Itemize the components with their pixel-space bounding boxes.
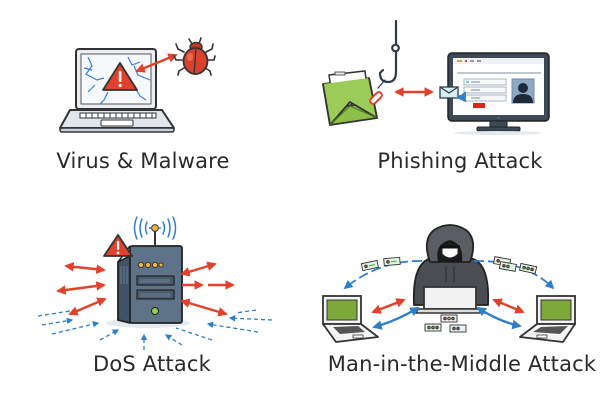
laptop-icon: [519, 295, 576, 343]
label-phishing-attack: Phishing Attack: [377, 149, 543, 173]
double-arrow-icon: [135, 53, 178, 73]
virus-malware-illustration: [59, 37, 216, 133]
fish-hook-icon: [377, 19, 400, 89]
data-packet-icon: [360, 256, 538, 333]
status-lights: [137, 261, 164, 268]
antenna-signal-icon: [133, 216, 177, 246]
hacker-icon: [412, 224, 490, 306]
mitm-illustration: [322, 224, 576, 343]
label-virus-malware: Virus & Malware: [56, 149, 230, 173]
incoming-traffic-lines: [37, 309, 273, 350]
label-dos-attack: DoS Attack: [92, 352, 212, 376]
user-avatar-icon: [511, 78, 535, 104]
bug-icon: [173, 37, 216, 76]
envelope-icon: [322, 70, 383, 126]
keyboard: [79, 112, 157, 119]
server-icon: [117, 245, 183, 324]
small-envelope-icon: [439, 86, 466, 103]
laptop-icon: [414, 286, 486, 314]
double-arrow-icon: [371, 298, 525, 330]
warning-triangle-icon: [103, 234, 133, 257]
intercept-path: [343, 260, 555, 290]
monitor-icon: [447, 52, 550, 135]
browser-tabs: [457, 59, 481, 63]
label-mitm-attack: Man-in-the-Middle Attack: [327, 352, 597, 376]
laptop-icon: [322, 295, 379, 343]
traffic-arrows-icon: [56, 261, 235, 317]
phishing-illustration: [322, 19, 550, 135]
warning-triangle-icon: [102, 62, 138, 91]
dos-illustration: [37, 216, 273, 350]
